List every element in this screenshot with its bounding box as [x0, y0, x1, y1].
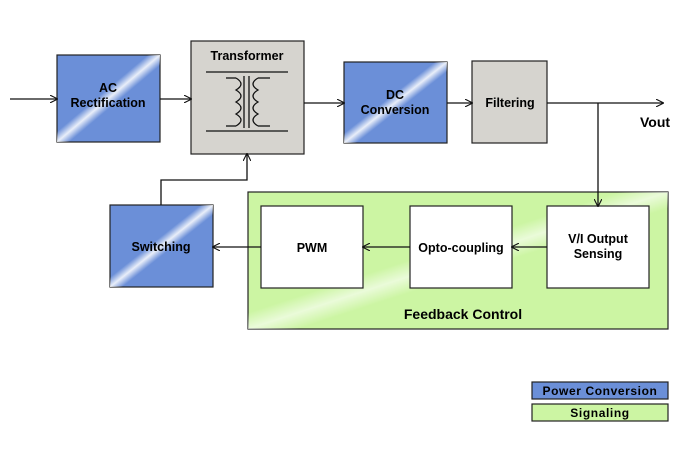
legend-signaling-label: Signaling	[570, 406, 629, 420]
pwm-block: PWM	[260, 205, 364, 289]
transformer-symbol-icon	[206, 71, 288, 132]
legend-power-conversion-swatch	[531, 381, 669, 400]
switching-label: Switching	[131, 240, 190, 254]
filtering-label: Filtering	[485, 96, 534, 110]
opto-coupling-label: Opto-coupling	[418, 241, 503, 255]
dc-conversion-label-line1: DC	[386, 88, 404, 102]
dc-conversion-label-line2: Conversion	[361, 103, 430, 117]
feedback-control-label: Feedback Control	[404, 306, 522, 322]
legend: Power Conversion Signaling	[531, 381, 669, 422]
filtering-block: Filtering	[471, 60, 548, 144]
legend-signaling-swatch	[531, 403, 669, 422]
dc-conversion-block: DC Conversion	[343, 61, 448, 144]
vi-output-sensing-label-line1: V/I Output	[568, 232, 629, 246]
ac-rectification-label-line2: Rectification	[70, 96, 145, 110]
transformer-block: Transformer	[190, 40, 305, 155]
legend-power-conversion-label: Power Conversion	[543, 384, 658, 398]
connectors	[10, 99, 663, 247]
ac-rectification-label-line1: AC	[99, 81, 117, 95]
vi-output-sensing-block: V/I Output Sensing	[546, 205, 650, 289]
vout-label: Vout	[640, 114, 670, 130]
ac-rectification-block: AC Rectification	[56, 54, 161, 143]
switching-block: Switching	[109, 204, 214, 288]
opto-coupling-block: Opto-coupling	[409, 205, 513, 289]
transformer-label: Transformer	[211, 49, 284, 63]
switching-to-transformer-arrow	[160, 154, 247, 205]
pwm-label: PWM	[297, 241, 328, 255]
vi-output-sensing-label-line2: Sensing	[574, 247, 623, 261]
